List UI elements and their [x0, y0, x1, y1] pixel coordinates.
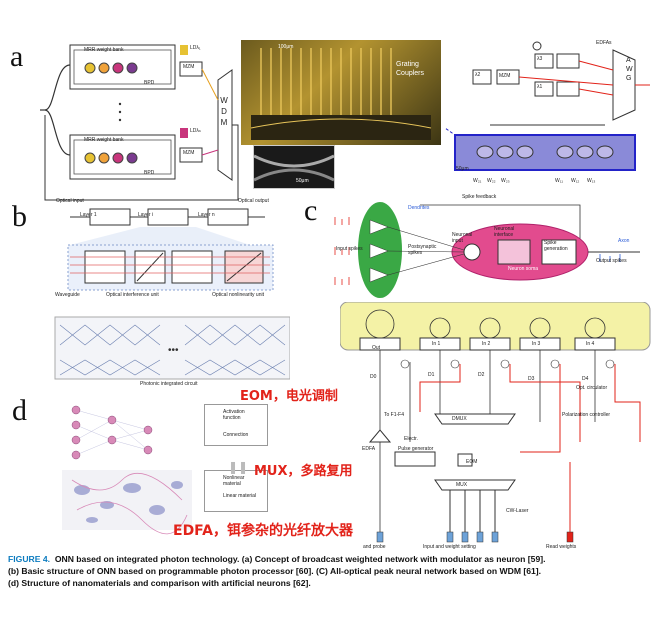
d1-label: D1 — [428, 372, 435, 378]
pic-label: Photonic integrated circuit — [140, 381, 198, 387]
w21-label: W₂₁ — [473, 178, 482, 184]
to-f-label: To F1-F4 — [384, 412, 405, 418]
d3-label: D3 — [528, 376, 535, 382]
panel-a-schematic — [40, 44, 239, 201]
read-weights-label: Read weights — [546, 544, 577, 550]
postsynaptic-label: Postsynaptic spikes — [408, 244, 437, 256]
d4-label: D4 — [582, 376, 589, 382]
dendrites-label: Dendrites — [408, 205, 430, 211]
lambda3-label: λ3 — [537, 56, 543, 62]
mrr-weight-bank-top-label: MRR weight bank — [84, 47, 124, 53]
waveguide-label: Waveguide — [55, 292, 80, 298]
grating-couplers-label: Grating Couplers — [396, 61, 425, 77]
pause-icon: ❚❚ — [228, 460, 249, 474]
in1-label: In 1 — [432, 341, 441, 347]
caption-line-3: (d) Structure of nanomaterials and compa… — [8, 578, 311, 589]
wdm-label: WDM — [220, 96, 228, 127]
w13-label: W₁₃ — [587, 178, 596, 184]
axon-label: Axon — [618, 238, 630, 244]
neuron-soma-label: Neuron soma — [508, 266, 539, 272]
panel-letter-c: c — [304, 194, 318, 227]
figure-number: FIGURE 4. — [8, 554, 51, 564]
mzm-bottom-label: MZM — [183, 150, 195, 156]
legend-box-bottom: Nonlinear material Linear material — [204, 470, 268, 512]
awg-label: AWG — [626, 57, 633, 82]
caption-line-1: FIGURE 4. ONN based on integrated photon… — [8, 553, 660, 565]
polarization-controller-label: Polarization controller — [562, 412, 611, 418]
cw-laser-label: CW-Laser — [506, 508, 529, 514]
in3-label: In 3 — [532, 341, 541, 347]
neuronal-input-label: Neuronal input — [452, 232, 473, 244]
w23-label: W₂₃ — [501, 178, 510, 184]
annotation-mux: MUX，多路复用 — [254, 464, 353, 479]
spike-feedback-label: Spike feedback — [462, 194, 497, 200]
bpd-top-label: BPD — [144, 80, 155, 86]
onu-label: Optical nonlinearity unit — [212, 292, 264, 298]
panel-letter-d: d — [12, 394, 27, 427]
edfa-box-label: EDFA — [362, 446, 376, 452]
in2-label: In 2 — [482, 341, 491, 347]
panel-c-neuron — [334, 202, 640, 298]
panel-c-network — [340, 302, 651, 543]
w11-label: W₁₁ — [555, 178, 564, 184]
dmux-label: DMUX — [452, 416, 467, 422]
annotation-edfa: EDFA，铒参杂的光纤放大器 — [173, 523, 353, 539]
linear-material-label: Linear material — [223, 493, 257, 499]
lambda2-label: λ2 — [475, 72, 481, 78]
activation-function-label: Activation function — [223, 409, 245, 421]
caption-text-1: ONN based on integrated photon technolog… — [54, 554, 546, 564]
nonlinear-material-label: Nonlinear material — [223, 475, 245, 487]
mrr-weight-bank-bottom-label: MRR weight bank — [84, 137, 124, 143]
lambda1-label: λ1 — [537, 84, 543, 90]
output-spikes-label: Output spikes — [596, 258, 627, 264]
connection-label: Connection — [223, 432, 249, 438]
optical-output-label: Optical output — [238, 198, 269, 204]
layern-label: Layer n — [198, 212, 215, 218]
eom-box-label: EOM — [466, 459, 478, 465]
scale-100um: 100μm — [278, 44, 294, 50]
layeri-label: Layer i — [138, 212, 154, 218]
caption-line-2: (b) Basic structure of ONN based on prog… — [8, 566, 542, 577]
ldn-label: LDλₙ — [190, 128, 201, 134]
mzm-right-label: MZM — [499, 73, 511, 79]
mux-label: MUX — [456, 482, 468, 488]
pulse-generator-label: Pulse generator — [398, 446, 434, 452]
neuronal-interface-label: Neuronal interface — [494, 226, 515, 238]
out-label: Out — [372, 345, 381, 351]
figure-caption: FIGURE 4. ONN based on integrated photon… — [8, 553, 660, 590]
edfa-label: EDFAs — [596, 40, 612, 46]
ld1-label: LDλ₁ — [190, 45, 201, 51]
sem-inset — [253, 145, 335, 189]
panel-d-networks — [62, 405, 192, 535]
scale-50um: 50μm — [456, 166, 469, 172]
panel-letter-a: a — [10, 40, 24, 73]
layer1-label: Layer 1 — [80, 212, 97, 218]
electr-label: Electr. — [404, 436, 418, 442]
oiu-label: Optical interference unit — [106, 292, 159, 298]
w22-label: W₂₂ — [487, 178, 496, 184]
panel-a-right-schematic — [445, 41, 650, 171]
d2-label: D2 — [478, 372, 485, 378]
bpd-bottom-label: BPD — [144, 170, 155, 176]
scale-50um-inset: 50μm — [296, 178, 309, 184]
mzm-top-label: MZM — [183, 64, 195, 70]
spike-generation-label: Spike generation — [544, 240, 568, 252]
chip-micrograph — [241, 40, 441, 145]
w12-label: W₁₂ — [571, 178, 580, 184]
optical-input-label: Optical input — [56, 198, 84, 204]
legend-box-top: Activation function Connection — [204, 404, 268, 446]
input-weight-label: Input and weight setting — [423, 544, 476, 550]
input-spikes-label: Input spikes — [336, 246, 363, 252]
annotation-eom: EOM，电光调制 — [240, 389, 338, 404]
d0-label: D0 — [370, 374, 377, 380]
panel-letter-b: b — [12, 200, 27, 233]
in4-label: In 4 — [586, 341, 595, 347]
svg-text:•••: ••• — [168, 345, 179, 356]
opt-circulator-label: Opt. circulator — [576, 385, 608, 391]
and-probe-label: and probe — [363, 544, 386, 550]
panel-b-diagram: ••• — [54, 208, 290, 380]
